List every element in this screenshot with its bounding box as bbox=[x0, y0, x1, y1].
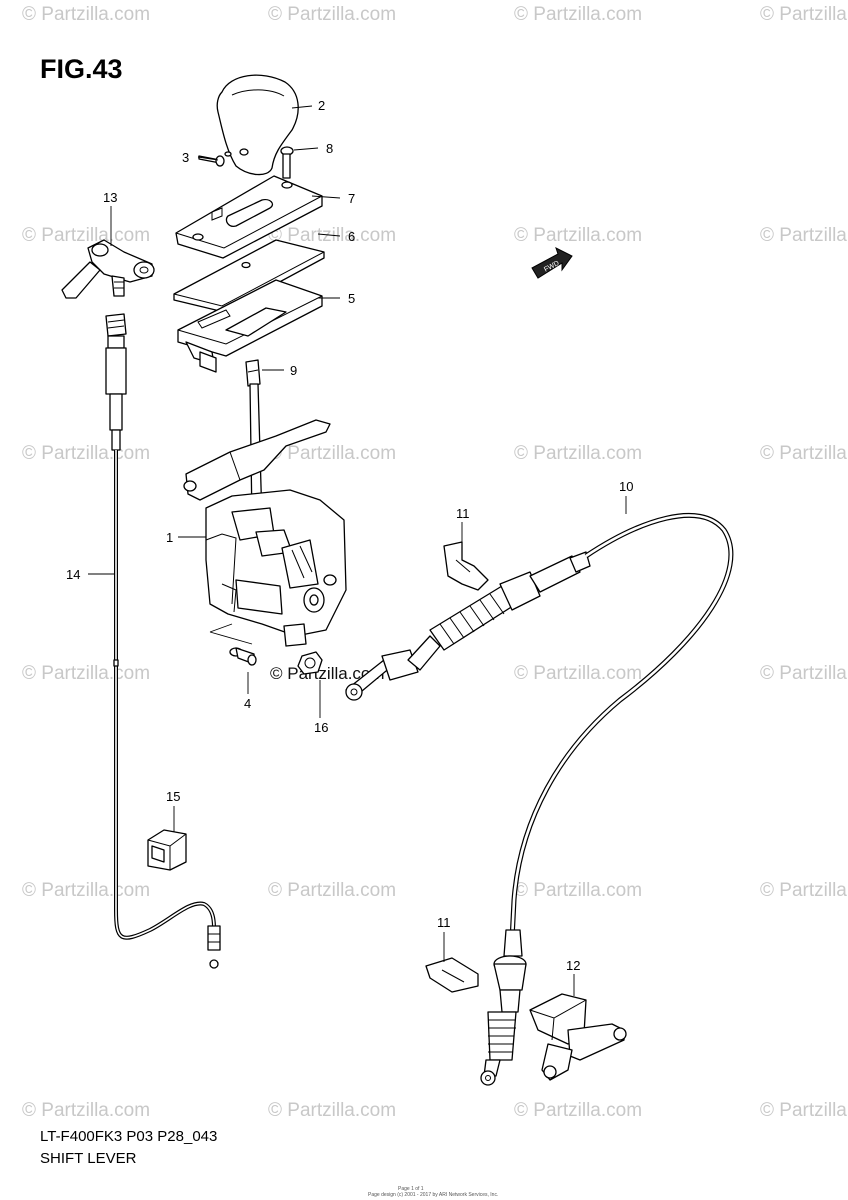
cable-part bbox=[105, 313, 221, 969]
watermark: © Partzilla.com bbox=[514, 663, 643, 684]
callout-8: 8 bbox=[326, 141, 333, 156]
screw-part bbox=[280, 146, 294, 179]
callout-4: 4 bbox=[244, 696, 251, 711]
callout-13: 13 bbox=[103, 190, 117, 205]
callout-6: 6 bbox=[348, 229, 355, 244]
forward-arrow-icon: FWD bbox=[531, 247, 573, 279]
watermark: © Partzilla.com bbox=[514, 4, 643, 25]
center-watermark: © Partzilla.com bbox=[270, 664, 385, 683]
callout-9: 9 bbox=[290, 363, 297, 378]
watermark: © Partzilla.com bbox=[514, 225, 643, 246]
callout-10: 10 bbox=[619, 479, 633, 494]
callout-7: 7 bbox=[348, 191, 355, 206]
callout-numbers: 2 3 8 7 6 5 9 1 4 16 10 11 11 12 13 14 1… bbox=[66, 98, 633, 973]
knob-part bbox=[216, 74, 299, 176]
watermark: © Partzilla.com bbox=[268, 4, 397, 25]
leader-line bbox=[209, 623, 253, 645]
watermark: © Partzilla.com bbox=[268, 443, 397, 464]
lever-assembly-part bbox=[183, 383, 347, 647]
bracket-part bbox=[529, 993, 627, 1081]
section-title: SHIFT LEVER bbox=[40, 1150, 137, 1167]
figure-label: FIG.43 bbox=[40, 54, 123, 84]
watermark: © Partzilla.com bbox=[22, 225, 151, 246]
leader-lines bbox=[88, 105, 627, 996]
nut-part bbox=[297, 651, 323, 675]
clip-part bbox=[425, 957, 479, 993]
callout-2: 2 bbox=[318, 98, 325, 113]
watermark: © Partzilla.com bbox=[514, 443, 643, 464]
watermark: © Partzilla.com bbox=[514, 1100, 643, 1121]
clip-part bbox=[245, 359, 261, 387]
bolt-part bbox=[229, 647, 257, 666]
watermark: © Partzilla.com bbox=[760, 663, 848, 684]
callout-12: 12 bbox=[566, 958, 580, 973]
callout-15: 15 bbox=[166, 789, 180, 804]
watermark: © Partzilla.com bbox=[268, 1100, 397, 1121]
watermark: © Partzilla.com bbox=[22, 880, 151, 901]
watermark: © Partzilla.com bbox=[22, 663, 151, 684]
clamp-part bbox=[147, 829, 187, 871]
callout-1: 1 bbox=[166, 530, 173, 545]
watermark: © Partzilla.com bbox=[760, 225, 848, 246]
callout-14: 14 bbox=[66, 567, 80, 582]
watermark: © Partzilla.com bbox=[268, 880, 397, 901]
watermark: © Partzilla.com bbox=[760, 880, 848, 901]
footer-line-1: Page 1 of 1 bbox=[398, 1186, 424, 1192]
watermark: © Partzilla.com bbox=[22, 4, 151, 25]
watermark: © Partzilla.com bbox=[760, 1100, 848, 1121]
callout-11b: 11 bbox=[437, 915, 451, 930]
guide-plate-part bbox=[177, 279, 323, 373]
gasket-part bbox=[173, 239, 325, 313]
callout-16: 16 bbox=[314, 720, 328, 735]
callout-3: 3 bbox=[182, 150, 189, 165]
footer-line-2: Page design (c) 2001 - 2017 by ARI Netwo… bbox=[368, 1192, 499, 1198]
clip-part bbox=[443, 541, 489, 591]
watermark: © Partzilla.com bbox=[22, 1100, 151, 1121]
callout-11: 11 bbox=[456, 506, 470, 521]
watermark: © Partzilla.com bbox=[514, 880, 643, 901]
watermark: © Partzilla.com bbox=[760, 4, 848, 25]
watermark: © Partzilla.com bbox=[760, 443, 848, 464]
top-plate-part bbox=[175, 175, 323, 259]
model-code: LT-F400FK3 P03 P28_043 bbox=[40, 1128, 218, 1145]
shift-cable-part bbox=[345, 513, 734, 1086]
screw-part bbox=[198, 155, 225, 167]
callout-5: 5 bbox=[348, 291, 355, 306]
holder-part bbox=[61, 239, 155, 299]
